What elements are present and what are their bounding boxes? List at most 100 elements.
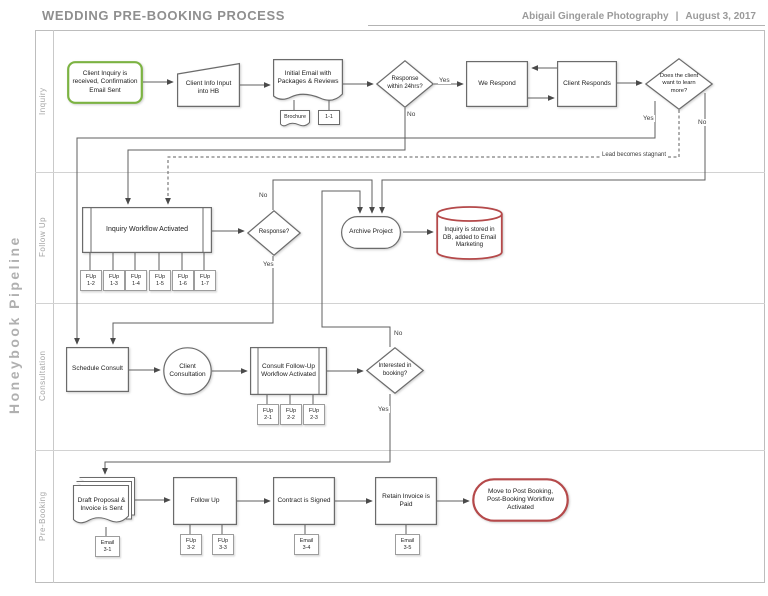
lane-separator [35, 450, 765, 451]
edge-label-no: No [393, 330, 404, 338]
node-client-responds: Client Responds [557, 61, 617, 107]
tag-line2: 1-7 [201, 280, 209, 287]
header-rule [368, 25, 765, 26]
node-tag-1-1: 1-1 [318, 110, 340, 125]
node-move-to-post-booking: Move to Post Booking, Post-Booking Workf… [472, 478, 569, 522]
lane-separator [35, 303, 765, 304]
node-client-consultation: Client Consultation [163, 347, 212, 395]
node-label: Response within 24hrs? [387, 76, 423, 90]
node-interested-in-booking: Interested in booking? [365, 347, 425, 394]
header-date: August 3, 2017 [685, 11, 756, 22]
node-we-respond: We Respond [466, 61, 528, 107]
tag-line1: FUp [285, 408, 297, 415]
tag-line2: 1-6 [179, 280, 187, 287]
node-learn-more: Does the client want to learn more? [644, 58, 714, 110]
edge-label-no: No [258, 192, 269, 200]
tag-line1: FUp [185, 538, 197, 545]
tag-line1: FUp [308, 408, 320, 415]
header-byline: Abigail Gingerale Photography | August 3… [522, 11, 756, 22]
node-label: Inquiry Workflow Activated [106, 225, 188, 233]
tag-line2: 3-3 [219, 544, 227, 551]
header-separator: | [675, 11, 679, 22]
tag-line2: 2-1 [264, 414, 272, 421]
tag-line2: 1-5 [156, 280, 164, 287]
tag-line2: 3-5 [403, 544, 412, 551]
tag-line1: FUp [154, 274, 166, 281]
node-archive-project: Archive Project [341, 216, 401, 249]
tag-line1: FUp [199, 274, 211, 281]
node-response-within-24hrs: Response within 24hrs? [375, 60, 435, 108]
tag-line1: FUp [130, 274, 142, 281]
edge-label-no: No [406, 111, 417, 119]
node-inquiry-workflow: Inquiry Workflow Activated [82, 207, 213, 253]
node-label: 1-1 [325, 114, 333, 121]
node-database-store: Inquiry is stored in DB, added to Email … [436, 206, 503, 260]
node-label: Response? [258, 229, 290, 236]
tag-line2: 2-2 [287, 414, 295, 421]
node-follow-up: Follow Up [173, 477, 237, 525]
company-name: Abigail Gingerale Photography [521, 11, 669, 22]
tag-line1: Email [400, 538, 415, 545]
node-label: Retain Invoice is Paid [382, 492, 430, 508]
tag-line2: 3-2 [187, 544, 195, 551]
node-label: Interested in booking? [378, 362, 412, 377]
node-label: Archive Project [349, 228, 393, 236]
node-label: Consult Follow-Up Workflow Activated [261, 362, 316, 378]
node-label: Client Responds [563, 79, 611, 87]
tag-line1: FUp [108, 274, 120, 281]
lane-label-divider [53, 30, 54, 583]
tag-line1: Email [100, 540, 115, 547]
tag-line2: 2-3 [310, 414, 318, 421]
tag-line1: FUp [85, 274, 97, 281]
node-label: Client Consultation [169, 362, 206, 378]
page-title: WEDDING PRE-BOOKING PROCESS [42, 8, 285, 23]
node-draft-proposal: Draft Proposal & Invoice is Sent [72, 477, 135, 525]
tag-line1: FUp [217, 538, 229, 545]
node-label: Contract is Signed [277, 496, 331, 504]
node-client-inquiry-received: Client Inquiry is received, Confirmation… [67, 61, 143, 104]
node-label: Initial Email with Packages & Reviews [277, 69, 339, 85]
node-contract-signed: Contract is Signed [273, 477, 335, 525]
tag-line1: FUp [262, 408, 274, 415]
tag-line2: 3-4 [302, 544, 311, 551]
tag-line1: FUp [177, 274, 189, 281]
lane-separator [35, 172, 765, 173]
edge-label-yes: Yes [438, 77, 451, 85]
node-label: Schedule Consult [72, 365, 123, 373]
node-initial-email: Initial Email with Packages & Reviews [273, 59, 343, 103]
node-label: We Respond [478, 79, 516, 87]
edge-label-no: No [697, 119, 708, 127]
pipeline-frame [35, 30, 765, 583]
node-label: Client Inquiry is received, Confirmation… [72, 70, 138, 94]
edge-label-yes: Yes [262, 261, 275, 269]
tag-line2: 1-2 [87, 280, 95, 287]
node-label: Does the client want to learn more? [659, 72, 699, 94]
edge-label-stagnant: Lead becomes stagnant [601, 152, 668, 159]
edge-label-yes: Yes [377, 406, 390, 414]
tag-line2: 1-4 [132, 280, 140, 287]
node-label: Draft Proposal & Invoice is Sent [77, 496, 126, 512]
node-brochure: Brochure [280, 110, 310, 127]
node-response-question: Response? [246, 210, 302, 256]
node-label: Client Info Input into HB [185, 79, 232, 95]
node-consult-followup-workflow: Consult Follow-Up Workflow Activated [250, 347, 328, 395]
node-label: Inquiry is stored in DB, added to Email … [442, 225, 497, 249]
edge-label-yes: Yes [642, 115, 655, 123]
tag-line2: 3-1 [103, 546, 112, 553]
node-label: Move to Post Booking, Post-Booking Workf… [486, 487, 555, 512]
node-label: Brochure [284, 113, 306, 120]
